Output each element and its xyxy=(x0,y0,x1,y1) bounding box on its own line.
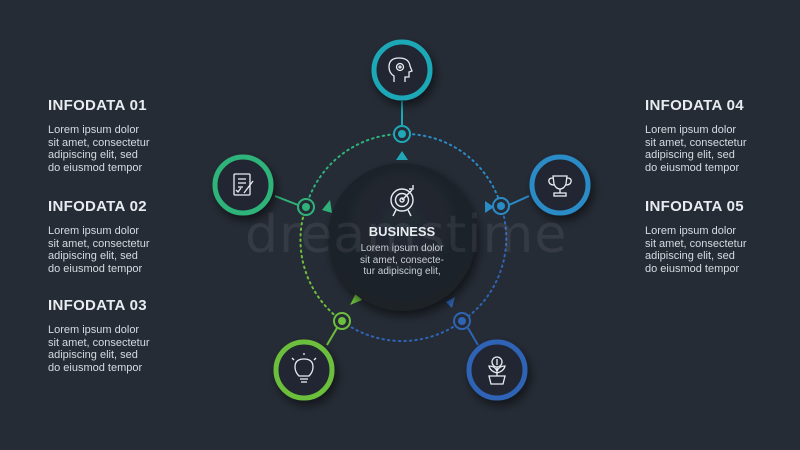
center-disc xyxy=(328,163,476,311)
infodata-01: INFODATA 01 Lorem ipsum dolor sit amet, … xyxy=(48,97,198,174)
infodata-05-text: Lorem ipsum dolor sit amet, consectetur … xyxy=(645,225,747,275)
target-icon xyxy=(390,185,414,217)
dotted-ring xyxy=(299,132,508,342)
connectors xyxy=(274,101,530,346)
arrow-top xyxy=(396,151,408,160)
connector-dots xyxy=(297,125,510,330)
money-plant-icon xyxy=(488,356,506,385)
arrow-bottom-left xyxy=(350,293,362,305)
infodata-05-title: INFODATA 05 xyxy=(645,198,744,215)
node-document-pen xyxy=(212,154,274,216)
infodata-04-title: INFODATA 04 xyxy=(645,97,744,114)
arrow-left xyxy=(322,200,332,213)
node-head-gear xyxy=(371,39,433,101)
head-gear-icon xyxy=(388,57,413,82)
trophy-icon xyxy=(548,175,572,197)
infodata-03: INFODATA 03 Lorem ipsum dolor sit amet, … xyxy=(48,297,198,374)
document-pen-icon xyxy=(233,173,254,196)
lightbulb-icon xyxy=(291,353,317,383)
infodata-05: INFODATA 05 Lorem ipsum dolor sit amet, … xyxy=(645,198,795,275)
arrow-right xyxy=(485,201,494,213)
connector-dot-bottom-left xyxy=(333,312,351,330)
infodata-02-title: INFODATA 02 xyxy=(48,198,147,215)
infodata-03-title: INFODATA 03 xyxy=(48,297,147,314)
connector-dot-right xyxy=(492,197,510,215)
infodata-04: INFODATA 04 Lorem ipsum dolor sit amet, … xyxy=(645,97,795,174)
connector-dot-left xyxy=(297,198,315,216)
node-money-plant xyxy=(466,339,528,401)
center-title: BUSINESS xyxy=(368,224,436,239)
direction-arrows xyxy=(322,151,494,308)
infodata-02: INFODATA 02 Lorem ipsum dolor sit amet, … xyxy=(48,198,198,275)
infodata-01-title: INFODATA 01 xyxy=(48,97,147,114)
infodata-02-text: Lorem ipsum dolor sit amet, consectetur … xyxy=(48,225,150,275)
arrow-bottom-right xyxy=(446,297,455,308)
connector-dot-bottom-right xyxy=(453,312,471,330)
center-text: Lorem ipsum dolor sit amet, consecte- tu… xyxy=(360,243,444,277)
infodata-03-text: Lorem ipsum dolor sit amet, consectetur … xyxy=(48,324,150,374)
node-trophy xyxy=(529,154,591,216)
infodata-01-text: Lorem ipsum dolor sit amet, consectetur … xyxy=(48,124,150,174)
node-lightbulb xyxy=(273,339,335,401)
connector-dot-top xyxy=(393,125,411,143)
center-label: BUSINESS Lorem ipsum dolor sit amet, con… xyxy=(326,224,478,278)
infodata-04-text: Lorem ipsum dolor sit amet, consectetur … xyxy=(645,124,747,174)
